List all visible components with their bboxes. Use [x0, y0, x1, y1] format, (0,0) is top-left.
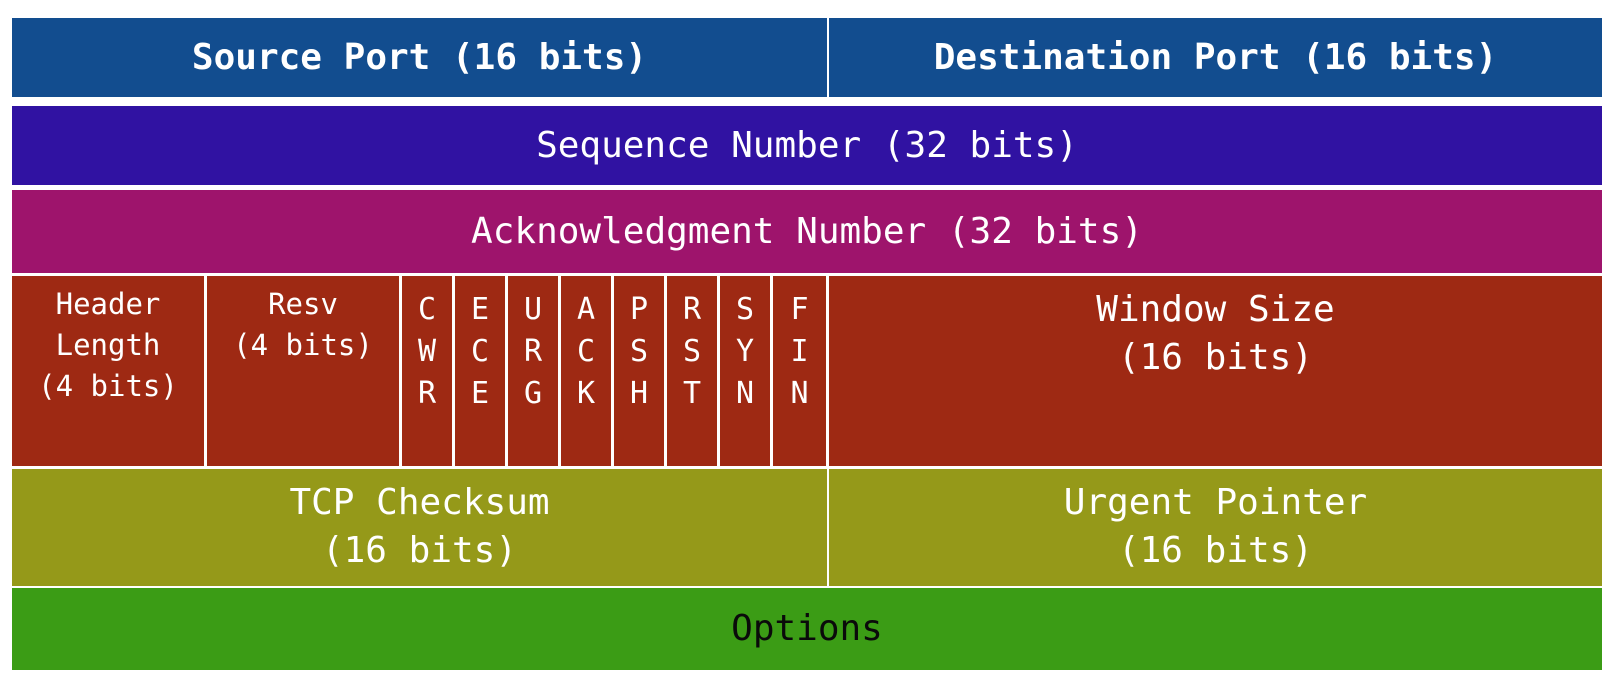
flag-rst: R S T [667, 276, 717, 466]
urgent-pointer-line-2: (16 bits) [1117, 530, 1314, 571]
options-field: Options [12, 588, 1602, 670]
flag-fin-letter-3: N [790, 376, 809, 411]
flag-syn-letter-2: Y [735, 334, 755, 369]
flag-urg-letter-3: G [523, 376, 543, 411]
flag-fin-letter-1: F [790, 292, 809, 327]
urgent-pointer-field: Urgent Pointer (16 bits) [829, 469, 1602, 586]
header-length-field: Header Length (4 bits) [12, 276, 204, 466]
flag-syn: S Y N [720, 276, 770, 466]
window-size-field: Window Size (16 bits) [829, 276, 1602, 466]
flag-ack-letter-3: K [576, 376, 596, 411]
flag-rst-letter-1: R [682, 292, 702, 327]
flag-fin-letter-2: I [790, 334, 809, 369]
header-length-line-3: (4 bits) [38, 369, 178, 403]
flag-psh-letter-1: P [629, 292, 649, 327]
flag-cwr: C W R [402, 276, 452, 466]
source-port-field: Source Port (16 bits) [12, 18, 827, 97]
flag-cwr-letter-3: R [417, 376, 437, 411]
acknowledgment-number-label: Acknowledgment Number (32 bits) [471, 210, 1143, 252]
destination-port-field: Destination Port (16 bits) [829, 18, 1602, 97]
flag-psh-letter-3: H [629, 376, 649, 411]
acknowledgment-number-field: Acknowledgment Number (32 bits) [12, 190, 1602, 273]
sequence-number-field: Sequence Number (32 bits) [12, 106, 1602, 185]
flag-syn-letter-3: N [735, 376, 755, 411]
flag-ece-letter-2: C [470, 334, 490, 369]
header-length-line-2: Length [55, 328, 161, 362]
flag-psh-letter-2: S [629, 334, 649, 369]
flag-ack: A C K [561, 276, 611, 466]
resv-line-2: (4 bits) [233, 328, 373, 362]
window-size-line-2: (16 bits) [1117, 337, 1314, 378]
flag-urg: U R G [508, 276, 558, 466]
resv-line-1: Resv [268, 287, 338, 321]
flag-rst-letter-3: T [682, 376, 702, 411]
options-label: Options [731, 608, 883, 649]
flag-fin: F I N [773, 276, 826, 466]
flag-ece: E C E [455, 276, 505, 466]
flag-syn-letter-1: S [735, 292, 755, 327]
flag-urg-letter-2: R [523, 334, 543, 369]
urgent-pointer-line-1: Urgent Pointer [1063, 482, 1368, 523]
flag-ack-letter-1: A [576, 292, 596, 327]
destination-port-label: Destination Port (16 bits) [933, 36, 1498, 78]
header-length-line-1: Header [55, 287, 161, 321]
tcp-checksum-line-2: (16 bits) [321, 530, 518, 571]
resv-field: Resv (4 bits) [207, 276, 399, 466]
window-size-line-1: Window Size [1096, 289, 1335, 330]
flag-cwr-letter-2: W [417, 334, 437, 369]
flag-rst-letter-2: S [682, 334, 702, 369]
flag-psh: P S H [614, 276, 664, 466]
flag-ece-letter-3: E [470, 376, 490, 411]
flag-urg-letter-1: U [523, 292, 543, 327]
tcp-checksum-line-1: TCP Checksum [289, 482, 550, 523]
source-port-label: Source Port (16 bits) [191, 36, 648, 78]
flag-ack-letter-2: C [576, 334, 596, 369]
sequence-number-label: Sequence Number (32 bits) [536, 124, 1078, 166]
flag-cwr-letter-1: C [417, 292, 437, 327]
flag-ece-letter-1: E [470, 292, 490, 327]
tcp-checksum-field: TCP Checksum (16 bits) [12, 469, 827, 586]
